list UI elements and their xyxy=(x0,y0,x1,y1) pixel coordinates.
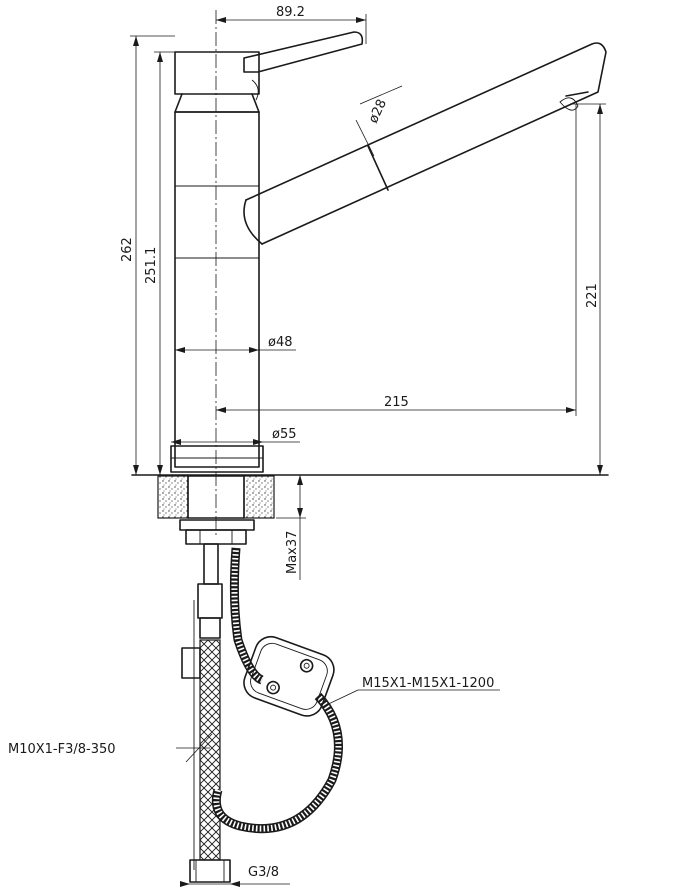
base-ring xyxy=(170,445,264,473)
label-pullout-hose: M15X1-M15X1-1200 xyxy=(362,676,494,691)
spout xyxy=(243,42,607,245)
faucet-body xyxy=(170,31,364,473)
label-supply-hose: M10X1-F3/8-350 xyxy=(8,742,116,757)
hose-weight-block xyxy=(243,635,335,717)
mounting-nut xyxy=(179,519,255,545)
dimension-lines xyxy=(130,14,606,887)
dim-base-diameter: ø55 xyxy=(272,427,297,442)
pullout-coil-hose xyxy=(211,547,343,834)
g38-fitting xyxy=(189,859,231,883)
dim-top-width: 89.2 xyxy=(276,5,305,20)
dim-max-thickness: Max37 xyxy=(285,531,300,574)
label-thread: G3/8 xyxy=(248,865,279,880)
dim-body-height: 251.1 xyxy=(144,247,159,284)
dim-total-height: 262 xyxy=(120,237,135,262)
lever-handle xyxy=(243,31,364,73)
dim-spout-height: 221 xyxy=(585,283,600,308)
supply-hose xyxy=(181,543,231,883)
top-cap xyxy=(174,51,260,95)
dim-reach: 215 xyxy=(384,395,409,410)
dim-body-diameter: ø48 xyxy=(268,335,293,350)
main-column xyxy=(174,111,260,468)
dim-spout-diameter: ø28 xyxy=(366,97,390,126)
